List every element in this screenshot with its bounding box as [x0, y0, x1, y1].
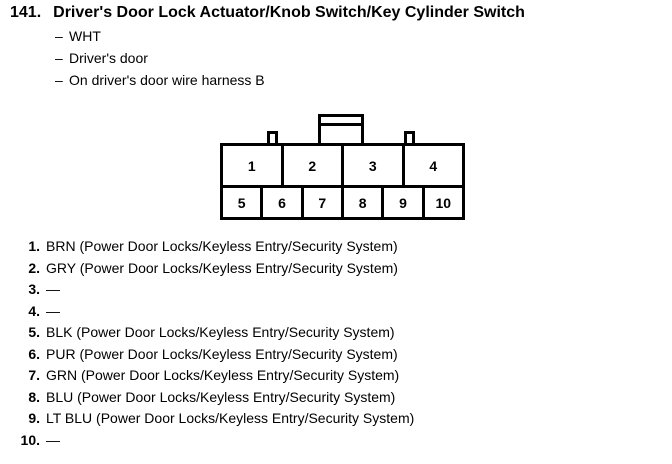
- connector-row-top: 1 2 3 4: [223, 146, 462, 188]
- pin-description: BRN (Power Door Locks/Keyless Entry/Secu…: [46, 238, 398, 254]
- connector-pin-cell: 8: [344, 188, 385, 217]
- pin-description: —: [46, 431, 60, 448]
- detail-line-text: Driver's door: [69, 50, 148, 66]
- pin-description: BLU (Power Door Locks/Keyless Entry/Secu…: [46, 388, 396, 405]
- pin-number: 9.: [28, 410, 40, 426]
- page-title: 141. Driver's Door Lock Actuator/Knob Swi…: [10, 4, 525, 22]
- connector-pin-cell: 2: [284, 146, 344, 185]
- pin-description: —: [46, 302, 60, 319]
- detail-line-location: –Driver's door: [55, 50, 148, 66]
- connector-pin-cell: 10: [435, 194, 452, 211]
- pin-number: 1.: [28, 238, 40, 254]
- connector-pin-cell: 7: [304, 188, 344, 217]
- pin-legend-row: 8. BLU (Power Door Locks/Keyless Entry/S…: [0, 389, 672, 411]
- entry-number: 141.: [10, 4, 42, 21]
- pin-description: BLK (Power Door Locks/Keyless Entry/Secu…: [46, 324, 395, 340]
- pin-number: 3.: [28, 281, 40, 297]
- pin-legend-row: 9. LT BLU (Power Door Locks/Keyless Entr…: [0, 410, 672, 432]
- detail-line-text: WHT: [69, 28, 101, 44]
- connector-pinout-diagram: 1 2 3 4 5 6 7 8 9 10: [218, 112, 470, 224]
- pin-number: 4.: [28, 302, 40, 319]
- pin-legend-list: 1. BRN (Power Door Locks/Keyless Entry/S…: [0, 238, 672, 453]
- connector-pin-cell: 3: [344, 146, 405, 185]
- dash-bullet-icon: –: [55, 72, 63, 88]
- connector-lock-tab-right-icon: [404, 131, 415, 145]
- pin-number: 5.: [28, 324, 40, 340]
- connector-pin-cell: 5: [223, 188, 264, 217]
- pin-description: GRN (Power Door Locks/Keyless Entry/Secu…: [46, 367, 400, 383]
- connector-pin-cell: 4: [429, 157, 438, 174]
- dash-bullet-icon: –: [55, 50, 63, 66]
- detail-line-harness: –On driver's door wire harness B: [55, 72, 265, 88]
- pin-number: 2.: [28, 259, 40, 276]
- detail-line-wire-color: –WHT: [55, 28, 101, 44]
- connector-lock-tab-left-icon: [267, 131, 278, 145]
- connector-pin-cell: 9: [384, 188, 425, 217]
- connector-latch-tab-inner-line: [321, 123, 361, 126]
- pin-legend-row: 2. GRY (Power Door Locks/Keyless Entry/S…: [0, 260, 672, 282]
- pin-description: —: [46, 281, 60, 297]
- pin-legend-row: 1. BRN (Power Door Locks/Keyless Entry/S…: [0, 238, 672, 260]
- pin-number: 7.: [28, 367, 40, 383]
- connector-pin-cell: 1: [223, 146, 284, 185]
- detail-line-text: On driver's door wire harness B: [69, 72, 265, 88]
- pin-legend-row: 6. PUR (Power Door Locks/Keyless Entry/S…: [0, 346, 672, 368]
- pin-description: LT BLU (Power Door Locks/Keyless Entry/S…: [46, 410, 415, 426]
- pin-number: 8.: [28, 388, 40, 405]
- pin-legend-row: 7. GRN (Power Door Locks/Keyless Entry/S…: [0, 367, 672, 389]
- pin-legend-row: 5. BLK (Power Door Locks/Keyless Entry/S…: [0, 324, 672, 346]
- pin-legend-row: 10. —: [0, 432, 672, 454]
- connector-pin-cell: 6: [263, 188, 304, 217]
- pin-description: GRY (Power Door Locks/Keyless Entry/Secu…: [46, 259, 398, 276]
- pin-description: PUR (Power Door Locks/Keyless Entry/Secu…: [46, 345, 398, 362]
- pin-number: 6.: [28, 345, 40, 362]
- connector-body: 1 2 3 4 5 6 7 8 9 10: [220, 143, 465, 220]
- dash-bullet-icon: –: [55, 28, 63, 44]
- pin-legend-row: 4. —: [0, 303, 672, 325]
- entry-title: Driver's Door Lock Actuator/Knob Switch/…: [53, 4, 525, 21]
- pin-number: 10.: [20, 431, 40, 448]
- pin-legend-row: 3. —: [0, 281, 672, 303]
- connector-latch-tab-center-icon: [318, 114, 364, 145]
- connector-row-bottom: 5 6 7 8 9 10: [223, 188, 462, 217]
